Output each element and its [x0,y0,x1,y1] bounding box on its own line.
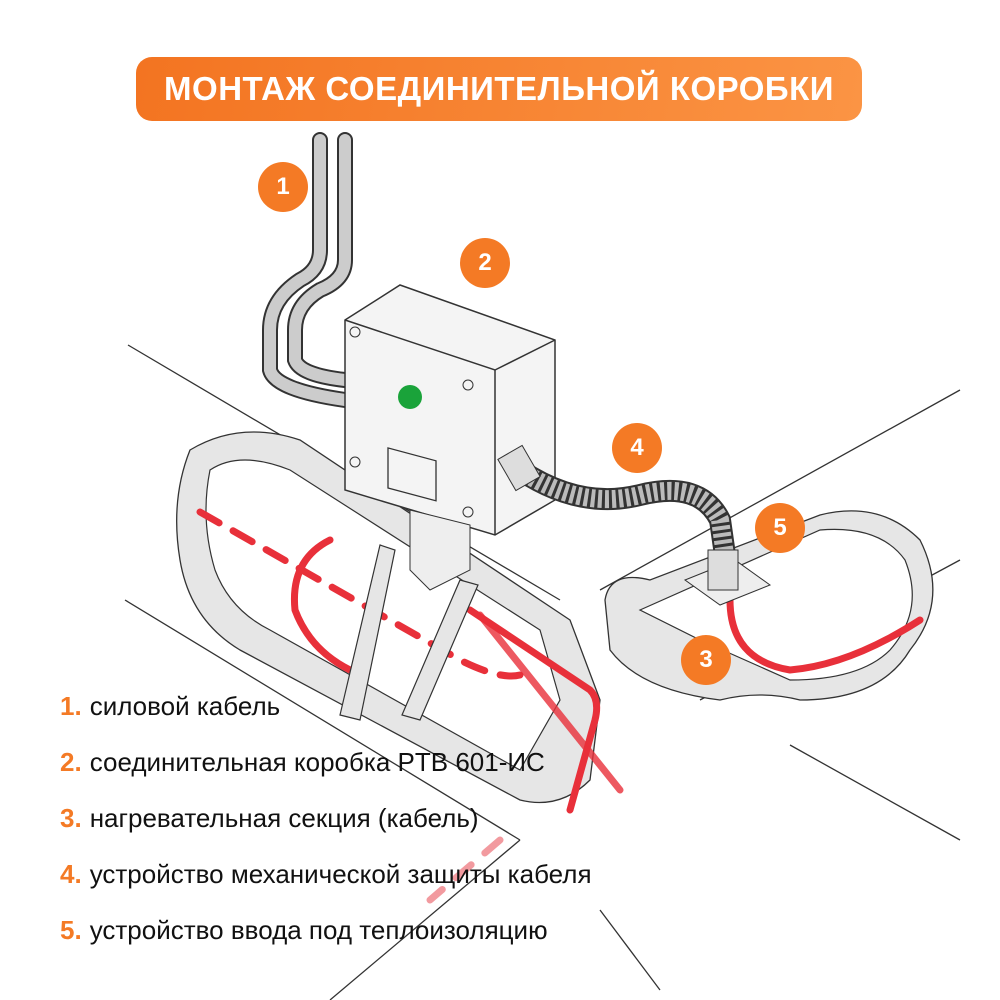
legend-number: 2. [60,746,82,777]
power-cable [262,132,353,408]
legend-text: устройство ввода под теплоизоляцию [89,914,548,945]
legend-item: 2.соединительная коробка PTB 601-ИС [60,734,592,790]
pipe-clamps [339,544,479,721]
legend: 1.силовой кабель 2.соединительная коробк… [60,678,592,958]
entry-device [683,549,772,606]
legend-item: 1.силовой кабель [60,678,592,734]
legend-text: силовой кабель [89,690,281,721]
legend-item: 4.устройство механической защиты кабеля [60,846,592,902]
legend-text: устройство механической защиты кабеля [89,858,592,889]
marker-3: 3 [681,635,731,685]
legend-number: 1. [60,690,82,721]
led-indicator [398,385,422,409]
marker-2: 2 [460,238,510,288]
legend-item: 3.нагревательная секция (кабель) [60,790,592,846]
marker-5: 5 [755,503,805,553]
page-title: МОНТАЖ СОЕДИНИТЕЛЬНОЙ КОРОБКИ [136,57,862,121]
legend-number: 5. [60,914,82,945]
marker-1: 1 [258,162,308,212]
protective-conduit [497,444,736,557]
legend-number: 3. [60,802,82,833]
legend-text: соединительная коробка PTB 601-ИС [89,746,545,777]
junction-box [344,284,556,591]
marker-4: 4 [612,423,662,473]
heating-cable [196,508,924,904]
legend-number: 4. [60,858,82,889]
legend-text: нагревательная секция (кабель) [89,802,479,833]
legend-item: 5.устройство ввода под теплоизоляцию [60,902,592,958]
